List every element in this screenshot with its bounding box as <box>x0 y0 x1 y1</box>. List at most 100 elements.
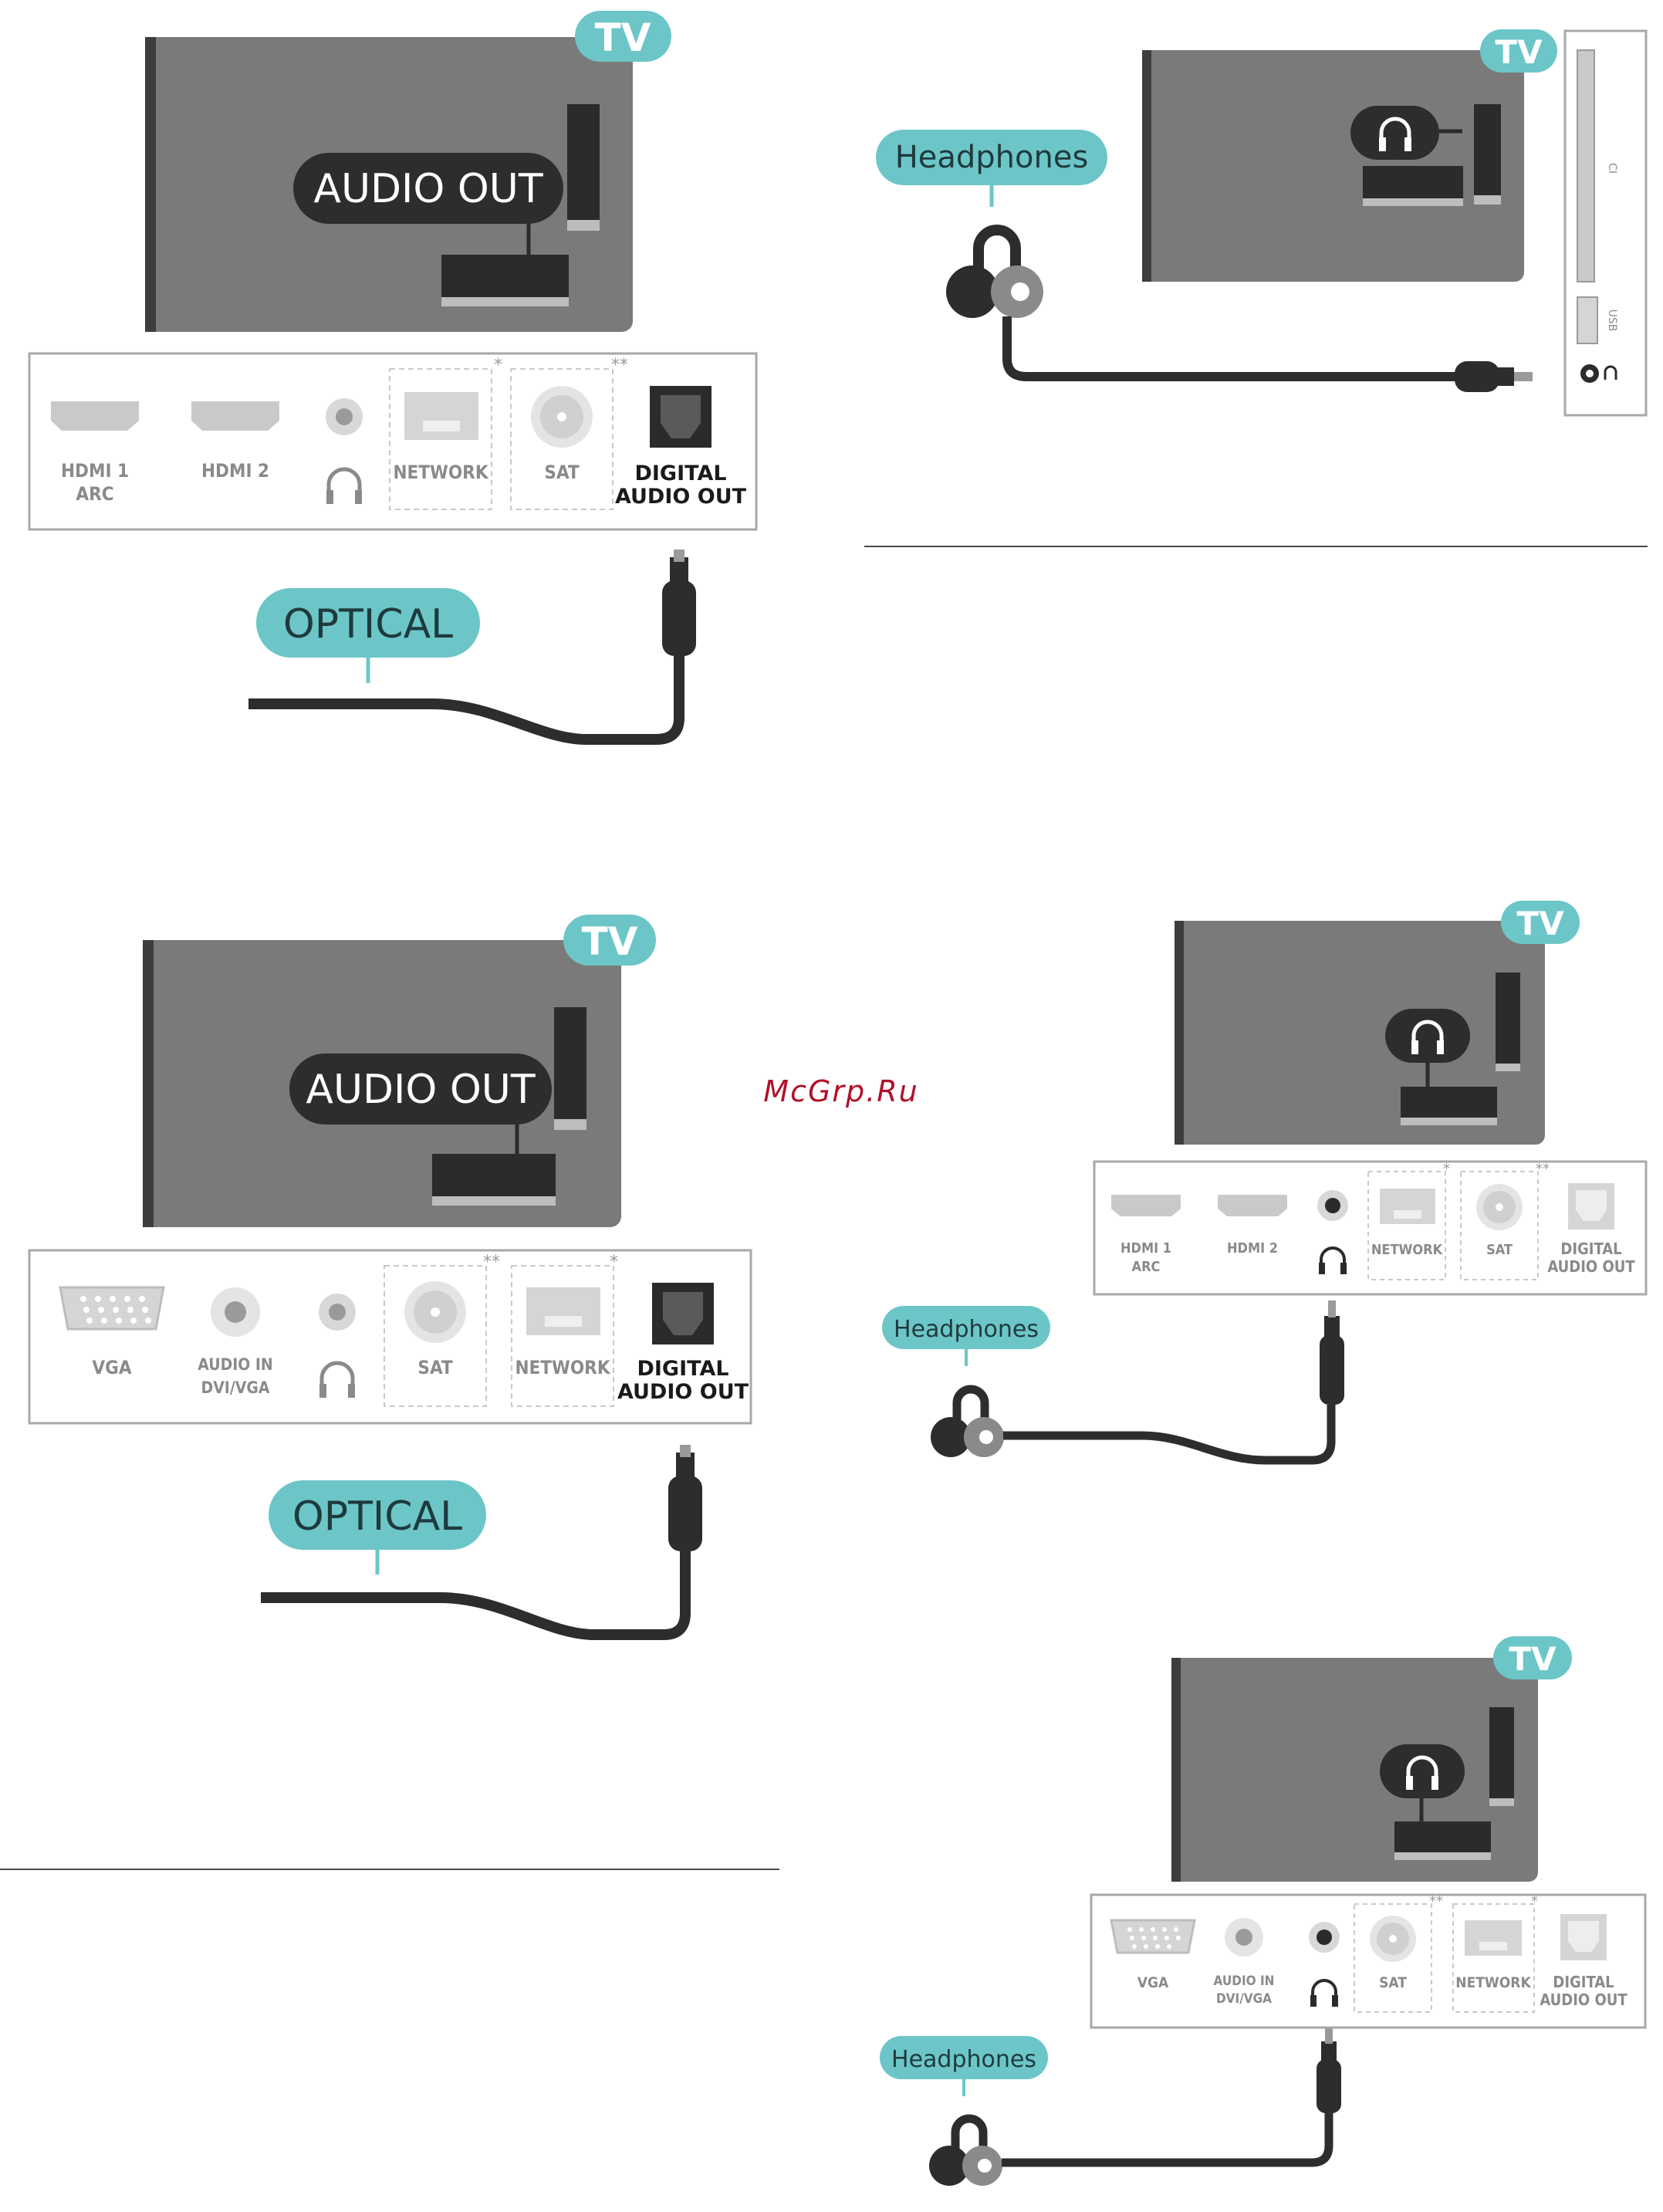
svg-text:TV: TV <box>582 919 638 964</box>
svg-text:*: * <box>1531 1893 1538 1909</box>
svg-text:AUDIO OUT: AUDIO OUT <box>1547 1257 1635 1276</box>
minijack-plug <box>1317 2028 1341 2113</box>
svg-text:HDMI 1: HDMI 1 <box>61 460 129 482</box>
headphone-icon <box>326 467 362 502</box>
svg-text:HDMI 2: HDMI 2 <box>1227 1240 1278 1257</box>
headphones-cable <box>1002 316 1459 381</box>
tv-badge <box>1501 901 1580 944</box>
headphones-label: Headphones <box>895 140 1089 175</box>
svg-text:TV: TV <box>1516 905 1564 942</box>
ci-slot <box>1577 49 1595 282</box>
svg-text:AUDIO OUT: AUDIO OUT <box>1540 1990 1628 2009</box>
svg-text:DVI/VGA: DVI/VGA <box>201 1378 270 1397</box>
digital-audio-out-port: DIGITAL AUDIO OUT <box>1547 1183 1635 1276</box>
svg-text:**: ** <box>611 356 628 375</box>
tv-body <box>1142 50 1524 282</box>
vga-port: VGA <box>59 1286 165 1378</box>
headphone-label-pill <box>1385 1009 1470 1063</box>
headphone-port <box>1309 1922 1340 2007</box>
sat-port: SAT ** <box>1460 1161 1550 1280</box>
minijack-plug <box>1455 361 1533 392</box>
optical-cable <box>248 656 684 745</box>
tv-badge <box>1480 29 1557 73</box>
headphone-icon <box>1311 1979 1337 2004</box>
svg-text:USB: USB <box>1606 309 1618 332</box>
headphones-label-pill <box>876 130 1107 185</box>
port-panel <box>28 352 758 531</box>
svg-text:CI: CI <box>1606 163 1618 174</box>
svg-text:DIGITAL: DIGITAL <box>1553 1973 1614 1991</box>
optical-label-pill <box>256 588 480 658</box>
minijack-plug <box>1320 1300 1344 1405</box>
headphone-icon <box>1411 1020 1444 1051</box>
optical-label: OPTICAL <box>283 601 453 648</box>
audio-out-port-block <box>441 255 569 297</box>
svg-text:VGA: VGA <box>1137 1974 1169 1991</box>
svg-text:AUDIO OUT: AUDIO OUT <box>306 1067 535 1113</box>
svg-text:Headphones: Headphones <box>894 1316 1039 1343</box>
svg-text:DIGITAL: DIGITAL <box>1560 1240 1621 1258</box>
usb-port <box>1577 296 1598 344</box>
svg-text:DIGITAL: DIGITAL <box>637 1357 728 1381</box>
audio-out-label-pill <box>289 1054 552 1125</box>
headphones-device <box>946 225 1043 318</box>
sat-port: SAT ** <box>1354 1893 1443 2013</box>
vga-port: VGA <box>1110 1919 1196 1991</box>
sat-port: SAT ** <box>384 1253 500 1407</box>
svg-text:DVI/VGA: DVI/VGA <box>1216 1991 1272 2007</box>
svg-text:**: ** <box>1429 1893 1443 1909</box>
svg-text:AUDIO IN: AUDIO IN <box>1214 1974 1275 1989</box>
svg-text:NETWORK: NETWORK <box>393 462 488 483</box>
headphone-label-pill <box>1380 1744 1465 1798</box>
watermark: McGrp.Ru <box>763 1074 919 1108</box>
tv-side-slot-base <box>567 220 600 231</box>
audio-in-port: AUDIO IN DVI/VGA <box>198 1287 273 1397</box>
svg-text:AUDIO OUT: AUDIO OUT <box>617 1380 749 1404</box>
audio-out-label: AUDIO OUT <box>313 166 543 212</box>
diagram-optical-hdmi: AUDIO OUT TV HDMI 1 ARC HDMI 2 NETWORK * <box>28 11 758 745</box>
svg-text:TV: TV <box>1495 33 1543 71</box>
svg-text:SAT: SAT <box>1486 1242 1513 1258</box>
headphones-cable <box>1003 1405 1336 1465</box>
svg-text:HDMI 1: HDMI 1 <box>1120 1240 1171 1257</box>
svg-text:*: * <box>1443 1161 1450 1177</box>
tv-badge <box>563 915 656 966</box>
svg-text:VGA: VGA <box>92 1357 131 1378</box>
headphones-device <box>929 2114 1002 2186</box>
svg-text:ARC: ARC <box>1132 1259 1161 1275</box>
diagram-optical-vga: AUDIO OUT TV VGA AUDIO IN DVI/VGA <box>28 915 752 1640</box>
optical-label-pill <box>269 1480 486 1550</box>
svg-text:DIGITAL: DIGITAL <box>634 462 726 485</box>
optical-plug <box>662 550 696 656</box>
headphones-label-pill <box>880 2036 1048 2079</box>
svg-text:*: * <box>610 1253 618 1272</box>
hdmi1-port: HDMI 1 ARC <box>51 401 139 505</box>
headphone-icon <box>1320 1246 1346 1272</box>
network-port: NETWORK * <box>511 1253 618 1407</box>
digital-audio-out-port: DIGITAL AUDIO OUT <box>617 1283 749 1404</box>
diagram-headphones-hdmi: TV HDMI 1 ARC HDMI 2 NETWORK * <box>882 901 1648 1465</box>
svg-text:OPTICAL: OPTICAL <box>292 1493 462 1540</box>
hdmi2-port: HDMI 2 <box>1218 1195 1287 1257</box>
svg-text:SAT: SAT <box>417 1357 452 1378</box>
audio-in-port: AUDIO IN DVI/VGA <box>1214 1918 1275 2007</box>
network-port: NETWORK * <box>1367 1161 1450 1280</box>
audio-out-label-pill <box>293 153 563 224</box>
diagram-headphones-vga: TV VGA AUDIO IN DVI/VGA <box>880 1636 1647 2186</box>
port-panel <box>28 1249 752 1425</box>
svg-text:AUDIO IN: AUDIO IN <box>198 1355 273 1374</box>
network-port: NETWORK * <box>1452 1893 1538 2013</box>
headphones-device <box>931 1385 1004 1457</box>
port-panel <box>1090 1893 1647 2029</box>
headphones-cable <box>1002 2111 1333 2167</box>
network-port: NETWORK * <box>389 356 502 510</box>
headphone-icon <box>1406 1755 1438 1787</box>
headphone-icon <box>319 1361 355 1395</box>
headphone-port <box>326 398 363 504</box>
svg-text:NETWORK: NETWORK <box>515 1357 610 1378</box>
headphone-icon <box>1379 117 1411 148</box>
digital-audio-out-port: DIGITAL AUDIO OUT <box>1540 1914 1628 2009</box>
optical-cable <box>261 1551 691 1640</box>
tv-badge-text: TV <box>595 15 651 60</box>
